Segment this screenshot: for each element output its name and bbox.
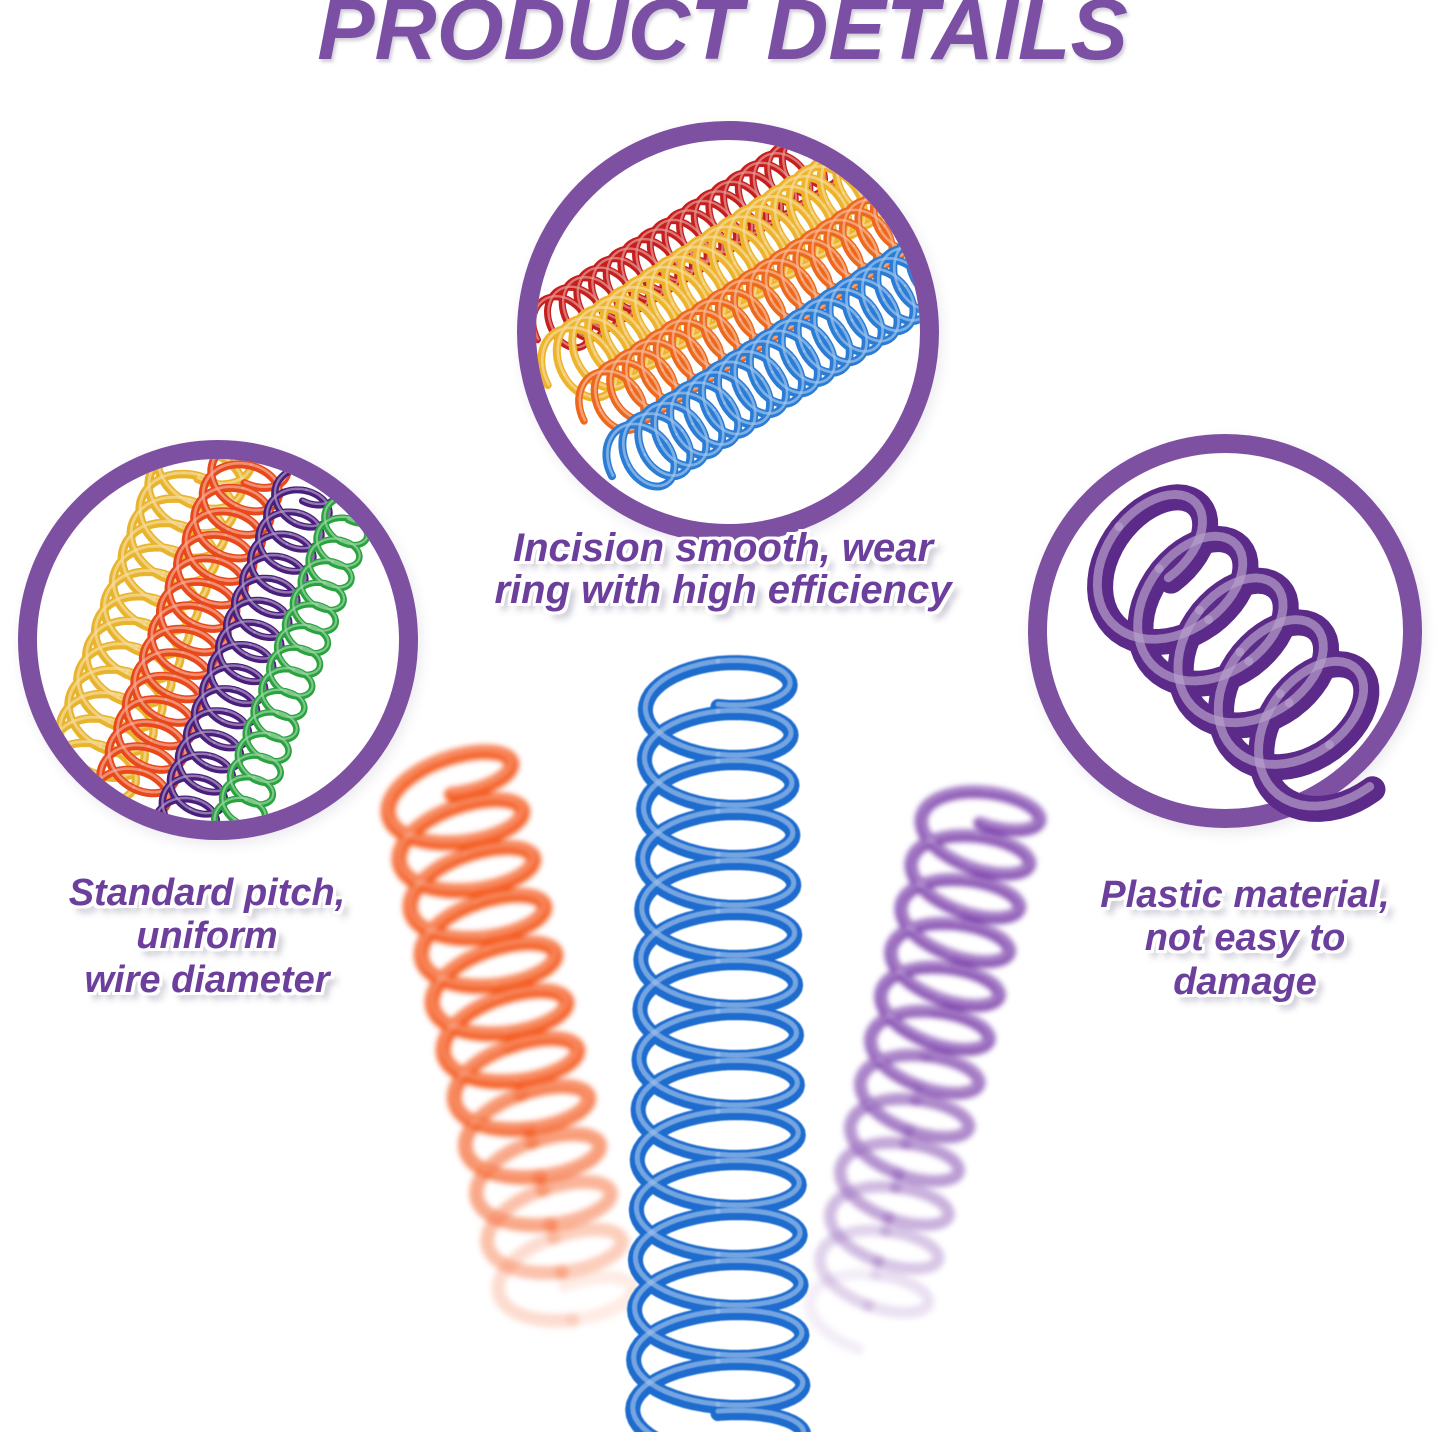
detail-circle-incision bbox=[517, 121, 939, 543]
left-circle-spirals-photo bbox=[37, 459, 379, 821]
detail-circle-material bbox=[1028, 434, 1422, 828]
caption-pitch: Standard pitch, uniform wire diameter bbox=[25, 872, 389, 1002]
caption-line: wire diameter bbox=[84, 958, 330, 1001]
caption-line: ring with high efficiency bbox=[494, 568, 952, 612]
caption-line: uniform bbox=[136, 915, 278, 958]
top-circle-spirals-photo bbox=[536, 140, 920, 491]
caption-line: Plastic material, bbox=[1100, 874, 1390, 916]
caption-line: Incision smooth, wear bbox=[512, 526, 934, 570]
caption-line: Standard pitch, bbox=[68, 872, 346, 914]
detail-circle-pitch bbox=[18, 440, 418, 840]
right-circle-spiral-photo bbox=[1087, 484, 1386, 822]
caption-line: damage bbox=[1173, 960, 1317, 1003]
caption-material: Plastic material, not easy to damage bbox=[1063, 874, 1427, 1004]
caption-line: not easy to bbox=[1144, 917, 1346, 960]
caption-incision: Incision smooth, wear ring with high eff… bbox=[417, 527, 1029, 611]
page-title: PRODUCT DETAILS bbox=[317, 0, 1128, 78]
